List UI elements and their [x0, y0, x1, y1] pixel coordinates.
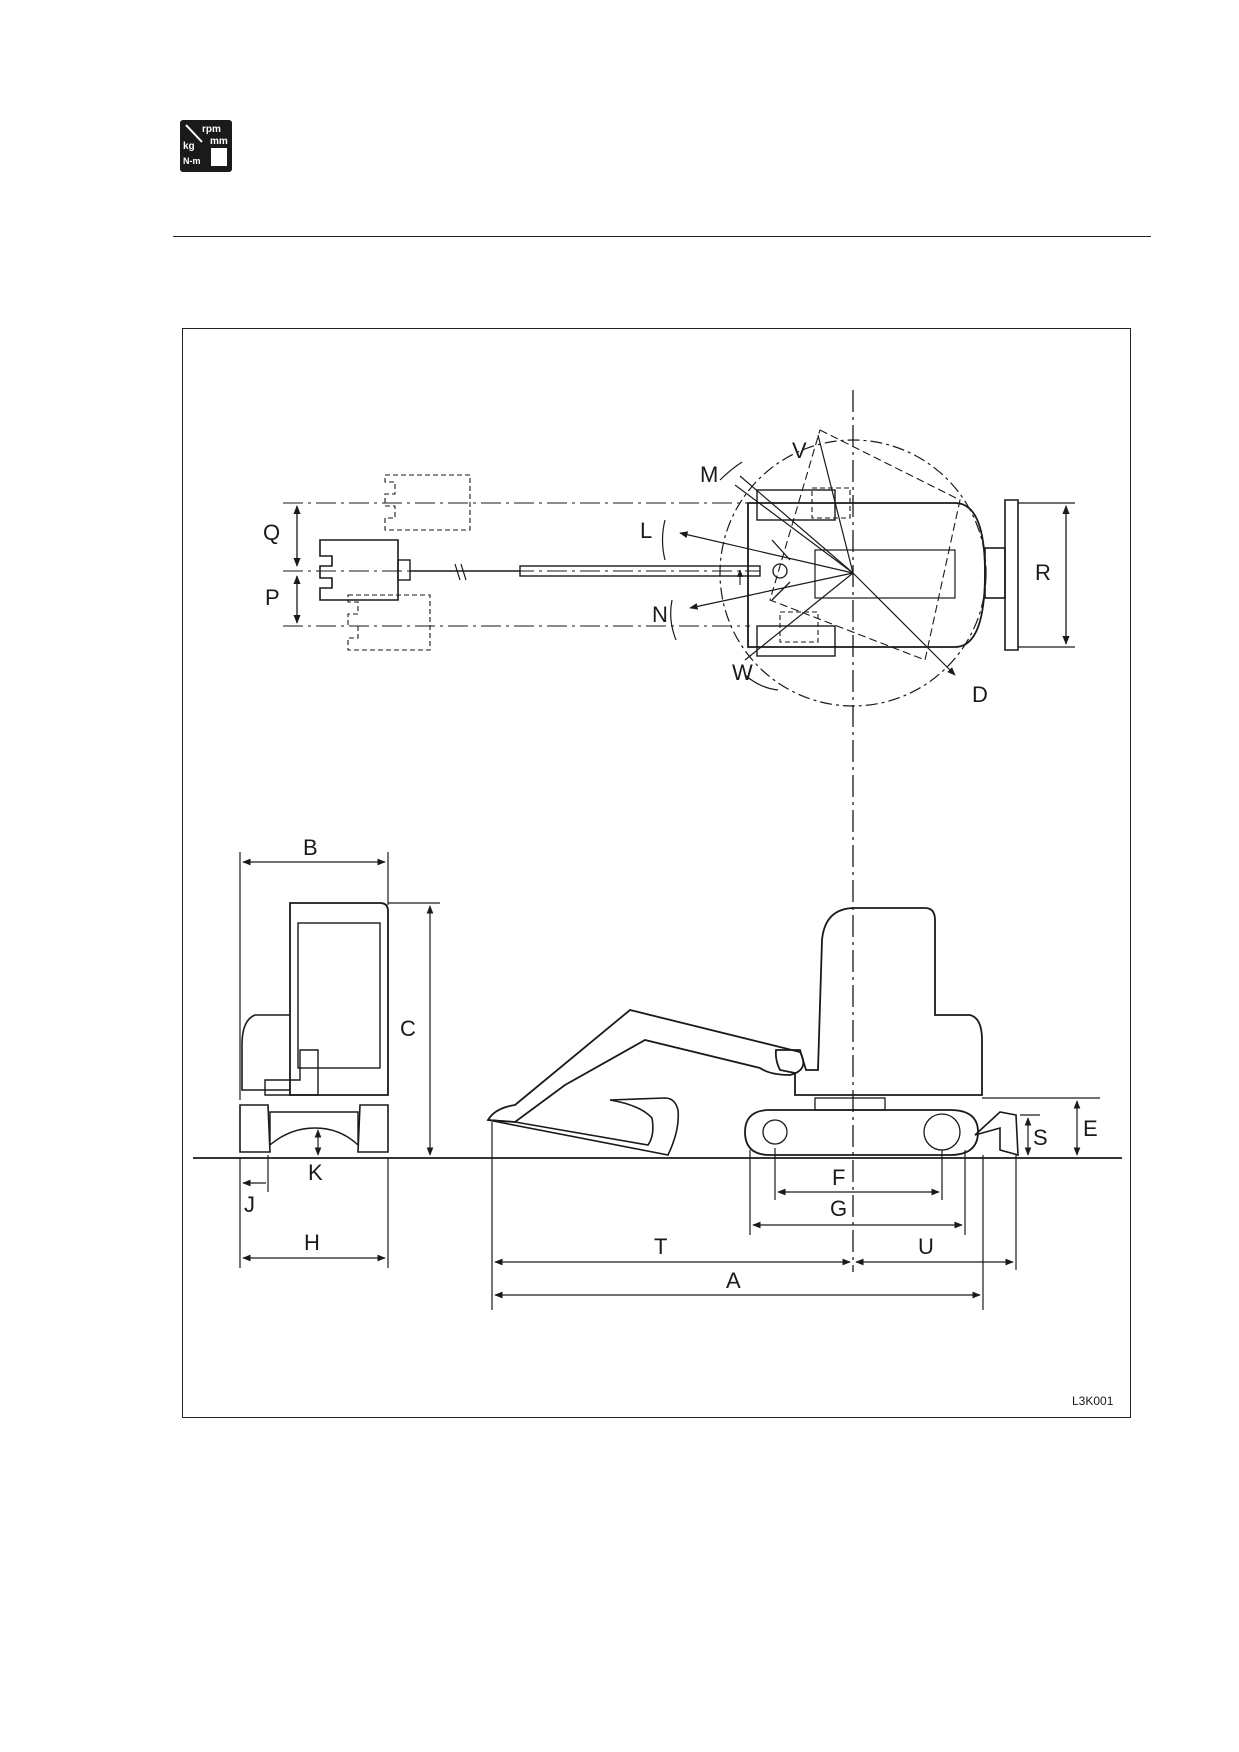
header-rule	[173, 236, 1151, 237]
icon-text-nm: N-m	[183, 156, 201, 166]
icon-text-kg: kg	[183, 141, 195, 152]
side-view	[239, 902, 1019, 1157]
label-f: F	[832, 1165, 845, 1190]
icon-text-mm: mm	[210, 136, 228, 147]
label-p: P	[265, 585, 280, 610]
label-e: E	[1083, 1116, 1098, 1141]
label-m: M	[700, 462, 718, 487]
label-l: L	[640, 518, 652, 543]
label-g: G	[830, 1196, 847, 1221]
specifications-icon: rpm mm kg N-m	[180, 120, 232, 172]
icon-text-rpm: rpm	[202, 124, 221, 135]
top-view	[283, 429, 1075, 707]
label-w: W	[732, 660, 753, 685]
label-a: A	[726, 1268, 741, 1293]
figure-frame	[182, 328, 1131, 1418]
label-s: S	[1033, 1125, 1048, 1150]
dimension-lines	[239, 852, 1100, 1310]
label-q: Q	[263, 520, 280, 545]
label-v: V	[792, 438, 807, 463]
label-d: D	[972, 682, 988, 707]
label-c: C	[400, 1016, 416, 1041]
label-r: R	[1035, 560, 1051, 585]
label-b: B	[303, 835, 318, 860]
label-t: T	[654, 1234, 667, 1259]
label-j: J	[244, 1192, 255, 1217]
label-k: K	[308, 1160, 323, 1185]
label-u: U	[918, 1234, 934, 1259]
label-n: N	[652, 602, 668, 627]
figure-code: L3K001	[1072, 1394, 1114, 1408]
label-h: H	[304, 1230, 320, 1255]
